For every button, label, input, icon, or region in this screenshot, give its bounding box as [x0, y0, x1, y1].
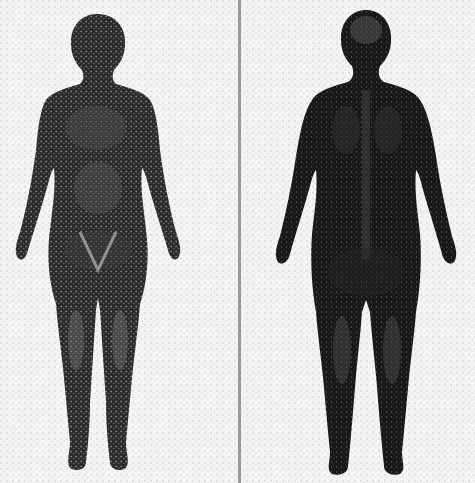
panel-back: [241, 0, 475, 483]
panel-front: [0, 0, 238, 483]
panel-divider: [238, 0, 241, 483]
